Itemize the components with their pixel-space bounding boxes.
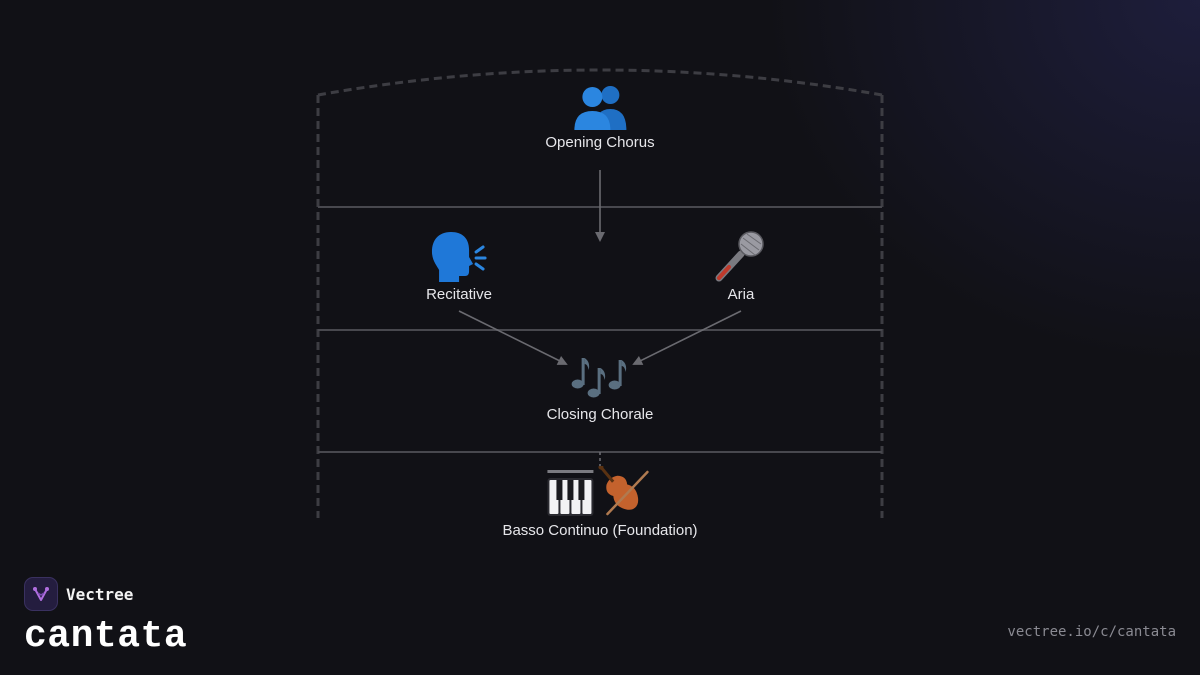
musical-notes-icon (547, 352, 654, 404)
edge-aria-to-closing (632, 310, 742, 365)
node-label-basso: Basso Continuo (Foundation) (502, 522, 698, 539)
piano-violin-icon (502, 466, 697, 520)
brand-block: Vectree cantata (24, 577, 187, 658)
frame-arch (317, 68, 883, 97)
node-opening-chorus: Opening Chorus (545, 82, 655, 151)
microphone-icon (711, 230, 771, 284)
node-aria: Aria (711, 230, 771, 303)
edge-recitative-to-closing (458, 310, 568, 365)
footer-url[interactable]: vectree.io/c/cantata (1007, 624, 1176, 640)
speaking-head-icon (426, 230, 492, 284)
vectree-logo-icon[interactable] (24, 577, 58, 611)
node-closing-chorale: Closing Chorale (546, 352, 654, 423)
node-label-aria: Aria (727, 286, 755, 303)
two-people-icon (545, 82, 654, 132)
node-label-opening: Opening Chorus (545, 134, 655, 151)
brand-name[interactable]: Vectree (66, 584, 134, 604)
node-basso-continuo: Basso Continuo (Foundation) (502, 466, 698, 539)
node-recitative: Recitative (426, 230, 492, 303)
product-name: cantata (24, 615, 188, 658)
node-label-recitative: Recitative (426, 286, 492, 303)
node-label-closing: Closing Chorale (546, 406, 654, 423)
